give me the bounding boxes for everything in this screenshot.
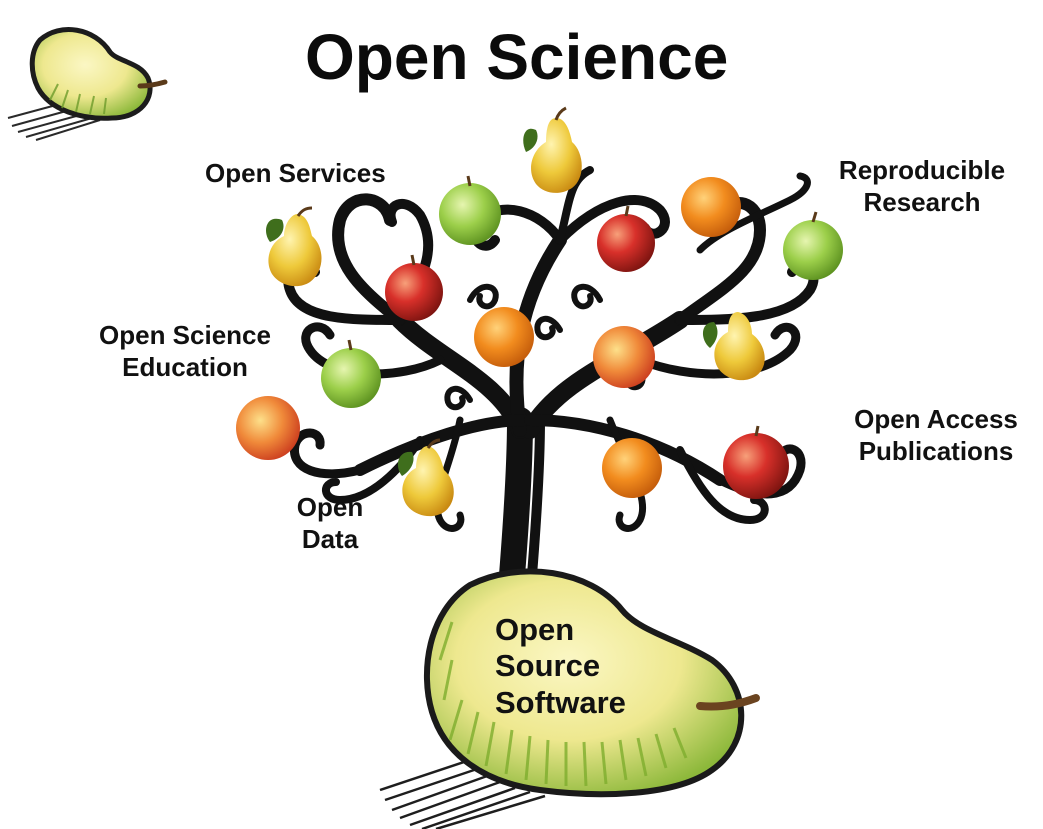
fruit-pear-top bbox=[523, 106, 582, 193]
fruit-orange-1 bbox=[681, 177, 741, 237]
branch-label-text: Open Science bbox=[99, 320, 271, 350]
root-label-text: Software bbox=[495, 684, 626, 720]
branch-label-text: Open Access bbox=[854, 404, 1018, 434]
fruit-pear-bottom-left bbox=[397, 438, 454, 517]
fruit-orange-2 bbox=[474, 307, 534, 367]
fruit-green-apple-1 bbox=[439, 175, 501, 245]
branch-label-text: Education bbox=[122, 351, 248, 382]
root-label-text: Open bbox=[495, 612, 575, 647]
fruit-pear-right bbox=[702, 312, 765, 381]
root-label-open-source-software: Open Source Software bbox=[495, 612, 626, 721]
fruit-red-apple-3 bbox=[723, 425, 789, 499]
fruit-orange-3 bbox=[602, 438, 662, 498]
fruit-peach-apple-1 bbox=[593, 326, 655, 388]
page-title: Open Science bbox=[305, 21, 729, 93]
branch-label-text: Publications bbox=[858, 435, 1014, 466]
branch-label-text: Reproducible bbox=[838, 155, 1006, 185]
root-label-text: Source bbox=[495, 648, 601, 684]
fruit-red-apple-1 bbox=[597, 205, 655, 272]
branch-label-text: Data bbox=[301, 523, 359, 554]
fruit-pear-left bbox=[266, 206, 322, 287]
branch-label-open-data: Open Data bbox=[280, 492, 380, 555]
pear-icon bbox=[379, 568, 760, 829]
pear-logo-icon bbox=[7, 27, 168, 141]
fruit-green-apple-2 bbox=[783, 211, 843, 280]
branch-label-reproducible-research: Reproducible Research bbox=[822, 155, 1022, 218]
fruit-peach-apple-2 bbox=[236, 396, 300, 460]
branch-label-open-access-publications: Open Access Publications bbox=[836, 404, 1036, 467]
branch-label-open-science-education: Open Science Education bbox=[80, 320, 290, 383]
fruit-green-apple-3 bbox=[321, 339, 381, 408]
branch-label-open-services: Open Services bbox=[205, 158, 386, 190]
branch-label-text: Research bbox=[863, 186, 981, 217]
branch-label-text: Open bbox=[296, 492, 364, 522]
fruit-red-apple-2 bbox=[385, 254, 443, 321]
branch-label-text: Open Services bbox=[205, 158, 386, 188]
